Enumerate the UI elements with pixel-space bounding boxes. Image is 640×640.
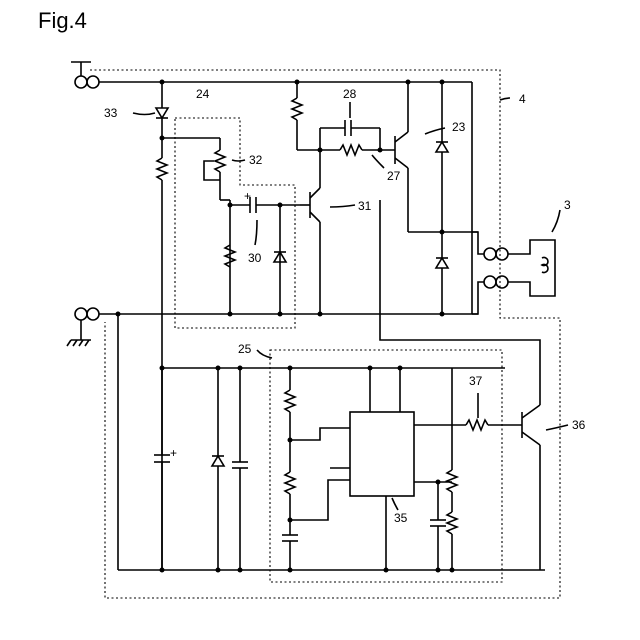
- label-4: 4: [519, 92, 526, 106]
- label-25: 25: [238, 342, 252, 356]
- resistor-25-a: [285, 390, 295, 412]
- resistor-left: [157, 158, 167, 180]
- label-31: 31: [358, 199, 372, 213]
- plus-sign-30: +: [244, 189, 251, 203]
- label-28: 28: [343, 87, 357, 101]
- plus-sign-lower: +: [170, 446, 177, 460]
- label-36: 36: [572, 418, 586, 432]
- terminal-top: [71, 62, 99, 88]
- resistor-37: [466, 420, 488, 430]
- label-35: 35: [394, 511, 408, 525]
- output-terminals: [472, 232, 508, 314]
- terminal-ground: [67, 308, 99, 346]
- label-37: 37: [469, 374, 483, 388]
- block-24-border: [175, 118, 295, 328]
- diode-33: [156, 108, 168, 118]
- label-30: 30: [248, 251, 262, 265]
- label-23: 23: [452, 120, 466, 134]
- label-27: 27: [387, 169, 401, 183]
- resistor-27: [340, 145, 362, 155]
- resistor-25-b: [285, 472, 295, 494]
- label-33: 33: [104, 106, 118, 120]
- zener-diode-lower: [212, 456, 224, 466]
- ic-35: [350, 412, 414, 496]
- junction-dots: [116, 80, 455, 573]
- label-32: 32: [249, 153, 263, 167]
- diode-right-upper: [436, 142, 448, 152]
- resistor-top: [292, 98, 302, 120]
- resistor-25-d: [447, 512, 457, 534]
- label-24: 24: [196, 87, 210, 101]
- label-3: 3: [564, 198, 571, 212]
- resistor-25-c: [447, 470, 457, 492]
- variable-resistor-32: [215, 150, 225, 172]
- diode-right-lower: [436, 258, 448, 268]
- coil-3: [508, 240, 555, 296]
